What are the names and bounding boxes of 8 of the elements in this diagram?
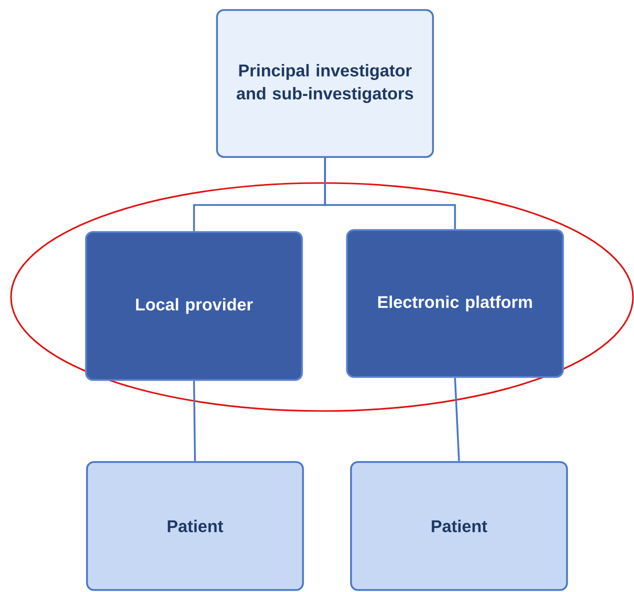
role-box: Principal investigator and sub-investigators bbox=[216, 9, 434, 158]
channel-box: Local provider bbox=[85, 231, 303, 381]
connector bbox=[454, 378, 460, 462]
connector bbox=[324, 158, 456, 230]
channel-box: Electronic platform bbox=[346, 229, 564, 378]
patient-box: Patient bbox=[86, 461, 304, 591]
connector bbox=[193, 380, 196, 462]
patient-box: Patient bbox=[350, 461, 568, 591]
